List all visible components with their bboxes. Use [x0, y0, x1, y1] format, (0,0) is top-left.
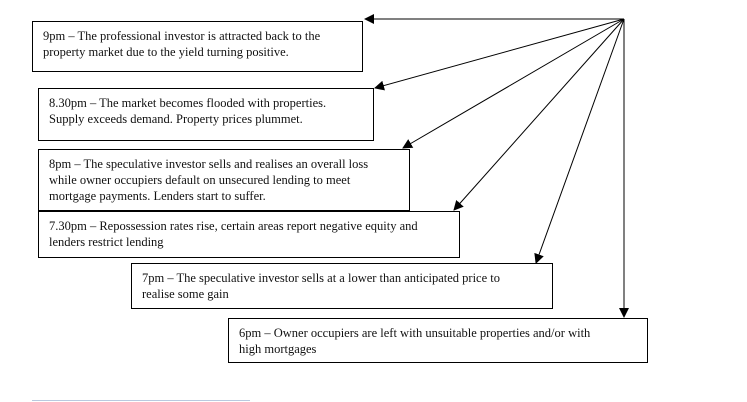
- step-text-line: 9pm – The professional investor is attra…: [43, 29, 321, 43]
- step-text-line: while owner occupiers default on unsecur…: [49, 173, 351, 187]
- arrow-to-8pm: [402, 18, 625, 149]
- step-text-line: 8.30pm – The market becomes flooded with…: [49, 96, 327, 110]
- step-text-line: 8pm – The speculative investor sells and…: [49, 157, 369, 171]
- step-box-830pm: 8.30pm – The market becomes flooded with…: [38, 88, 374, 141]
- arrow-to-830pm: [374, 18, 625, 91]
- step-box-6pm: 6pm – Owner occupiers are left with unsu…: [228, 318, 648, 363]
- step-text-line: Supply exceeds demand. Property prices p…: [49, 112, 303, 126]
- arrow-to-730pm: [453, 18, 625, 211]
- step-text-line: lenders restrict lending: [49, 235, 164, 249]
- step-text-line: 6pm – Owner occupiers are left with unsu…: [239, 326, 591, 340]
- step-text-line: 7.30pm – Repossession rates rise, certai…: [49, 219, 418, 233]
- step-text-line: property market due to the yield turning…: [43, 45, 289, 59]
- step-box-7pm: 7pm – The speculative investor sells at …: [131, 263, 553, 309]
- step-text-line: 7pm – The speculative investor sells at …: [142, 271, 500, 285]
- step-box-9pm: 9pm – The professional investor is attra…: [32, 21, 363, 72]
- step-text-line: mortgage payments. Lenders start to suff…: [49, 189, 266, 203]
- footnote-divider: [32, 400, 250, 401]
- step-text-line: high mortgages: [239, 342, 317, 356]
- step-box-730pm: 7.30pm – Repossession rates rise, certai…: [38, 211, 460, 258]
- arrow-to-7pm: [534, 18, 625, 264]
- step-text-line: realise some gain: [142, 287, 229, 301]
- step-box-8pm: 8pm – The speculative investor sells and…: [38, 149, 410, 211]
